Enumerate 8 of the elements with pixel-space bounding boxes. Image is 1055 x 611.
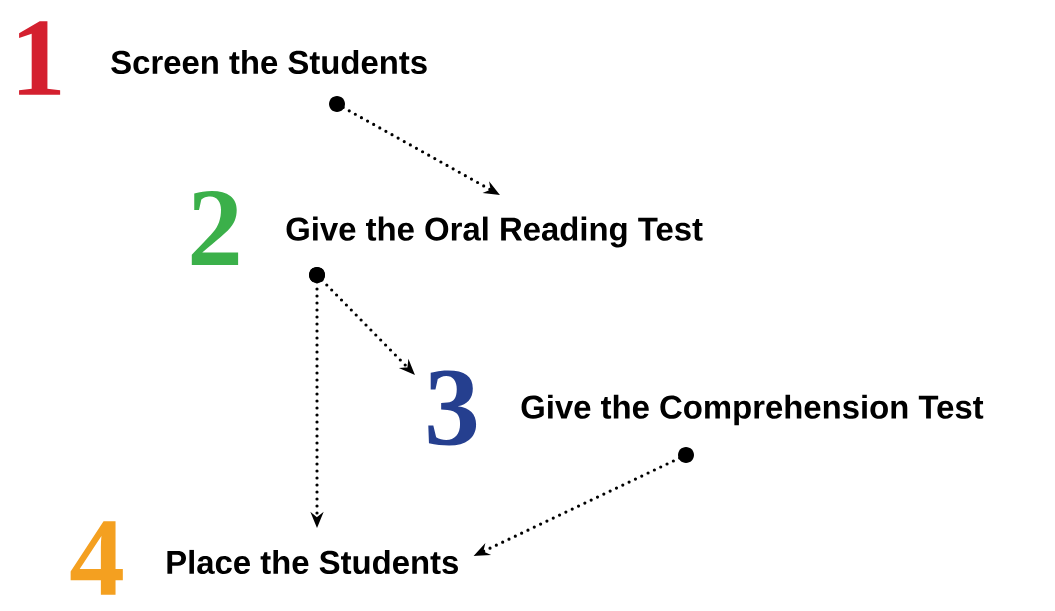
- step-number: 3: [428, 370, 477, 446]
- step-number: 2: [191, 191, 239, 265]
- step-label: Screen the Students: [111, 49, 427, 75]
- step-number: 1: [19, 21, 61, 95]
- step-number: 4: [70, 521, 123, 595]
- step-label: Give the Oral Reading Test: [286, 216, 703, 248]
- step-label: Give the Comprehension Test: [521, 394, 984, 426]
- step-label: Place the Students: [167, 549, 458, 575]
